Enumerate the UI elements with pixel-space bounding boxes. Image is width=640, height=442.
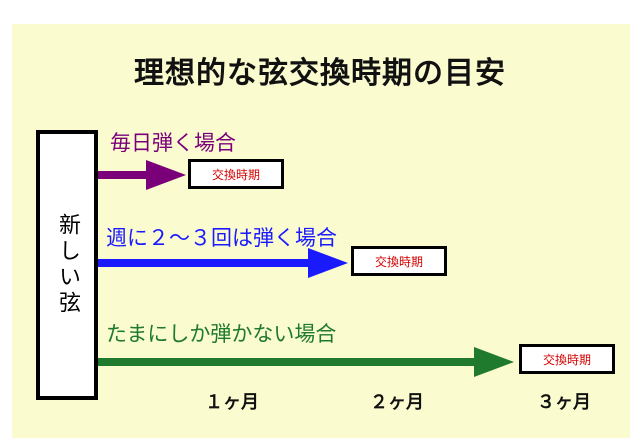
arrow-head-daily [146, 160, 186, 190]
arrow-head-occasional [474, 347, 514, 377]
arrow-head-weekly [308, 248, 348, 278]
month-label-3: ３ヶ月 [537, 392, 591, 413]
case-label-daily: 毎日弾く場合 [110, 131, 236, 155]
arrow-shaft-daily [94, 171, 146, 179]
diagram-title: 理想的な弦交換時期の目安 [134, 56, 506, 91]
arrow-shaft-weekly [94, 259, 308, 267]
month-label-2: ２ヶ月 [370, 392, 424, 413]
replace-tag-daily: 交換時期 [188, 159, 284, 189]
case-label-weekly: 週に２〜３回は弾く場合 [106, 226, 337, 250]
case-label-occasional: たまにしか弾かない場合 [106, 322, 337, 346]
month-label-1: １ヶ月 [205, 392, 259, 413]
arrow-shaft-occasional [94, 358, 474, 366]
new-string-box: 新しい弦 [36, 130, 98, 400]
replace-tag-weekly: 交換時期 [351, 246, 447, 276]
replace-tag-occasional: 交換時期 [519, 344, 615, 374]
new-string-label: 新しい弦 [55, 213, 80, 317]
